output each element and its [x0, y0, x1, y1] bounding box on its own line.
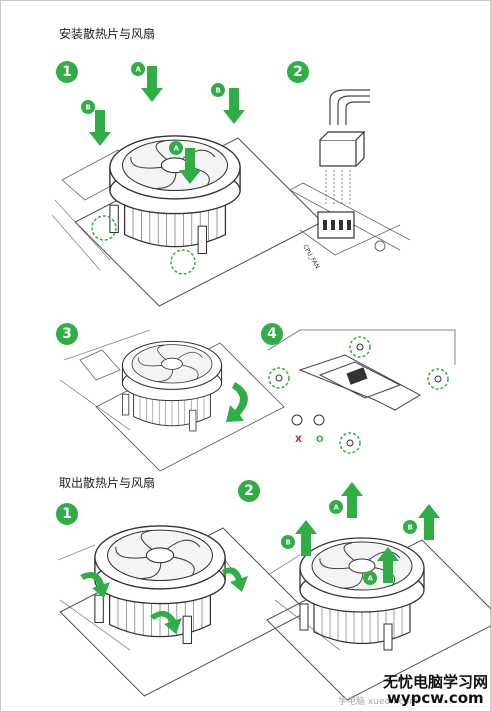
install-heading: 安装散热片与风扇: [59, 27, 156, 41]
install-step-4-diagram: X O: [267, 329, 456, 454]
badge-a-2: A: [169, 141, 183, 155]
arrow-letter-badges: A B B A A B B A: [81, 62, 417, 585]
svg-text:A: A: [334, 504, 340, 512]
svg-text:A: A: [136, 66, 142, 74]
badge-b-3: B: [281, 535, 295, 549]
install-step-3-badge: 3: [56, 323, 78, 345]
remove-heading: 取出散热片与风扇: [59, 476, 156, 490]
install-step-1-badge: 1: [56, 61, 78, 83]
install-step-1-diagram: [51, 66, 323, 307]
install-step-3-diagram: [59, 329, 285, 472]
install-step-2-badge: 2: [287, 61, 309, 83]
svg-text:B: B: [286, 539, 291, 547]
remove-step-1-diagram: [57, 525, 308, 697]
install-step-2-diagram: CPU_FAN: [289, 89, 411, 271]
install-step-4-badge: 4: [261, 323, 283, 345]
watermark-url: wypcw.com: [387, 689, 484, 707]
svg-text:B: B: [216, 87, 221, 95]
badge-b-4: B: [403, 520, 417, 534]
svg-text:B: B: [86, 104, 91, 112]
svg-text:A: A: [174, 145, 180, 153]
remove-step-2-badge: 2: [238, 480, 260, 502]
remove-step-1-badge: 1: [56, 503, 78, 525]
faint-watermark: 学电脑 xuedn.com: [338, 697, 418, 707]
cpu-fan-header-label: CPU_FAN: [301, 244, 320, 271]
badge-a-3: A: [329, 500, 343, 514]
svg-text:B: B: [408, 524, 413, 532]
badge-b-2: B: [211, 83, 225, 97]
correct-orientation-mark: O: [316, 435, 324, 445]
badge-a-1: A: [131, 62, 145, 76]
badge-a-4: A: [363, 571, 377, 585]
watermark-title: 无忧电脑学习网: [383, 673, 489, 691]
svg-text:A: A: [368, 575, 374, 583]
badge-b-1: B: [81, 100, 95, 114]
remove-step-2-diagram: [266, 482, 491, 701]
wrong-orientation-mark: X: [295, 435, 302, 445]
